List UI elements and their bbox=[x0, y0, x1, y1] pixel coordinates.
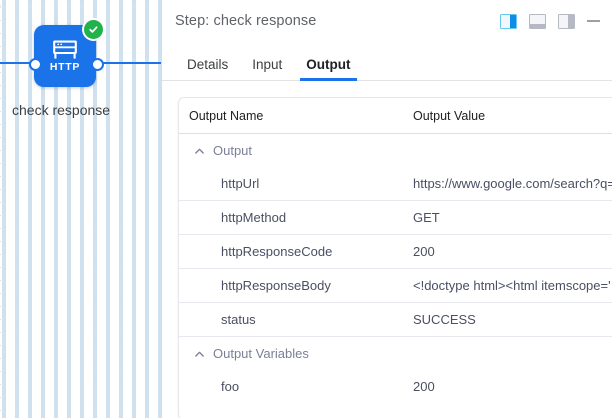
http-node-icon bbox=[52, 40, 78, 60]
layout-bottom-panel-icon[interactable] bbox=[529, 13, 546, 29]
workflow-node-label: check response bbox=[12, 102, 111, 118]
step-detail-panel: Step: check response Details Input Outpu… bbox=[161, 0, 612, 418]
row-value-httpurl: https://www.google.com/search?q= bbox=[409, 167, 612, 201]
workflow-canvas[interactable]: HTTP check response bbox=[0, 0, 161, 418]
table-group-row-output[interactable]: Output bbox=[179, 134, 612, 168]
group-cell-output: Output bbox=[179, 134, 612, 168]
layout-side-panel-right-icon[interactable] bbox=[500, 13, 517, 29]
row-key-httpresponsebody: httpResponseBody bbox=[179, 268, 409, 303]
table-header-row: Output Name Output Value bbox=[179, 98, 612, 134]
table-row[interactable]: httpMethod GET bbox=[179, 200, 612, 235]
row-key-httpresponsecode: httpResponseCode bbox=[179, 234, 409, 269]
row-value-status: SUCCESS bbox=[409, 302, 612, 337]
http-node-type-label: HTTP bbox=[49, 60, 81, 73]
output-table-body: Output httpUrl https://www.google.com/se… bbox=[179, 134, 612, 404]
row-value-httpresponsecode: 200 bbox=[409, 234, 612, 269]
tab-input[interactable]: Input bbox=[252, 56, 283, 72]
group-label-output: Output bbox=[213, 143, 253, 158]
node-output-port[interactable] bbox=[91, 58, 104, 71]
output-table-card: Output Name Output Value bbox=[178, 97, 612, 418]
group-cell-output-variables: Output Variables bbox=[179, 337, 612, 371]
table-row[interactable]: httpResponseBody <!doctype html><html it… bbox=[179, 268, 612, 303]
tab-output[interactable]: Output bbox=[294, 57, 362, 81]
table-row[interactable]: httpResponseCode 200 bbox=[179, 234, 612, 269]
panel-header-actions bbox=[500, 13, 600, 29]
panel-tabs: Details Input Output bbox=[162, 42, 612, 81]
node-input-port[interactable] bbox=[29, 58, 42, 71]
group-label-output-variables: Output Variables bbox=[213, 346, 309, 361]
output-table-header: Output Name Output Value bbox=[179, 98, 612, 134]
minimize-panel-icon[interactable] bbox=[587, 20, 600, 22]
tab-details[interactable]: Details bbox=[187, 56, 229, 72]
row-value-httpmethod: GET bbox=[409, 200, 612, 235]
table-row[interactable]: httpUrl https://www.google.com/search?q= bbox=[179, 167, 612, 201]
success-check-badge bbox=[84, 20, 103, 39]
output-table: Output Name Output Value bbox=[179, 98, 612, 403]
row-key-httpurl: httpUrl bbox=[179, 167, 409, 201]
table-row[interactable]: status SUCCESS bbox=[179, 302, 612, 337]
panel-header: Step: check response bbox=[162, 0, 612, 42]
panel-title: Step: check response bbox=[175, 13, 317, 29]
row-key-status: status bbox=[179, 302, 409, 337]
table-group-row-output-variables[interactable]: Output Variables bbox=[179, 337, 612, 371]
row-value-httpresponsebody: <!doctype html><html itemscope=' bbox=[409, 268, 612, 303]
row-value-foo: 200 bbox=[413, 379, 435, 394]
column-header-output-value: Output Value bbox=[409, 98, 612, 134]
row-key-httpmethod: httpMethod bbox=[179, 200, 409, 235]
chevron-up-icon[interactable] bbox=[194, 145, 205, 156]
layout-panel-right-fill-icon[interactable] bbox=[558, 13, 575, 29]
table-row[interactable]: foo 200 bbox=[179, 370, 612, 403]
panel-body: Output Name Output Value bbox=[162, 81, 612, 418]
column-header-output-name: Output Name bbox=[179, 98, 409, 134]
row-key-foo: foo bbox=[221, 379, 240, 394]
chevron-up-icon[interactable] bbox=[194, 348, 205, 359]
